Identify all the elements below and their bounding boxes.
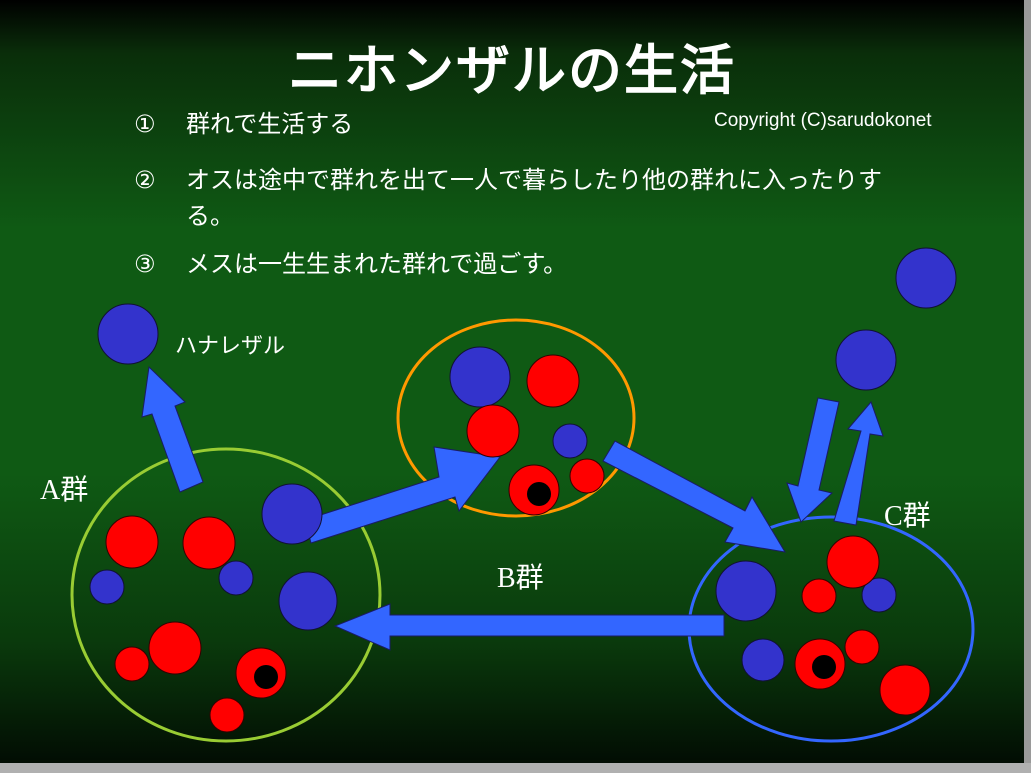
point-2-text: オスは途中で群れを出て一人で暮らしたり他の群れに入ったりする。	[186, 166, 882, 230]
group-c-male-dot	[861, 577, 897, 613]
point-2-number: ②	[134, 166, 156, 194]
group-c-female-dot	[826, 535, 880, 589]
group-a-infant-dot	[254, 665, 278, 689]
group-c-infant-dot	[812, 655, 836, 679]
solitary-label: ハナレザル	[175, 334, 286, 359]
copyright-text: Copyright (C)sarudokonet	[714, 110, 932, 131]
point-1-text: 群れで生活する	[186, 110, 354, 138]
group-a-male-dot	[278, 571, 338, 631]
point-1-number: ①	[134, 110, 156, 138]
window-edge-right	[1024, 0, 1031, 773]
group-c-label: C群	[884, 501, 931, 532]
point-3-number: ③	[134, 250, 156, 278]
point-3-text: メスは一生生まれた群れで過ごす。	[186, 250, 568, 278]
group-b-male-dot	[552, 423, 588, 459]
group-a-circle	[70, 447, 382, 743]
arrow-b-to-c	[602, 440, 786, 553]
solitary-male-dot	[97, 303, 159, 365]
group-c-female-dot	[879, 664, 931, 716]
group-b-label: B群	[497, 563, 544, 594]
solitary-male-dot	[895, 247, 957, 309]
group-a-female-dot	[105, 515, 159, 569]
group-c-female-dot	[801, 578, 837, 614]
group-b-male-dot	[449, 346, 511, 408]
group-b-circle	[396, 318, 636, 518]
arrow-a-to-solitary	[141, 365, 204, 493]
group-a-female-dot	[182, 516, 236, 570]
group-a-female-dot	[148, 621, 202, 675]
arrow-solitary-to-c	[786, 397, 840, 523]
group-b-female-dot	[466, 404, 520, 458]
group-c-male-dot	[715, 560, 777, 622]
arrow-c-to-solitary	[833, 401, 884, 526]
group-b-female-dot	[569, 458, 605, 494]
group-a-label: A群	[40, 475, 89, 506]
arrow-a-to-b	[304, 446, 501, 544]
group-c-female-dot	[844, 629, 880, 665]
group-b-infant-dot	[527, 482, 551, 506]
arrow-c-to-a	[333, 603, 725, 651]
group-b-female-dot	[526, 354, 580, 408]
group-a-female-dot	[209, 697, 245, 733]
group-a-female-dot	[114, 646, 150, 682]
group-a-male-dot	[261, 483, 323, 545]
solitary-male-dot	[835, 329, 897, 391]
group-a-male-dot	[89, 569, 125, 605]
group-c-male-dot	[741, 638, 785, 682]
group-a-male-dot	[218, 560, 254, 596]
window-edge-bottom	[0, 763, 1031, 773]
slide-title: ニホンザルの生活	[288, 39, 736, 102]
